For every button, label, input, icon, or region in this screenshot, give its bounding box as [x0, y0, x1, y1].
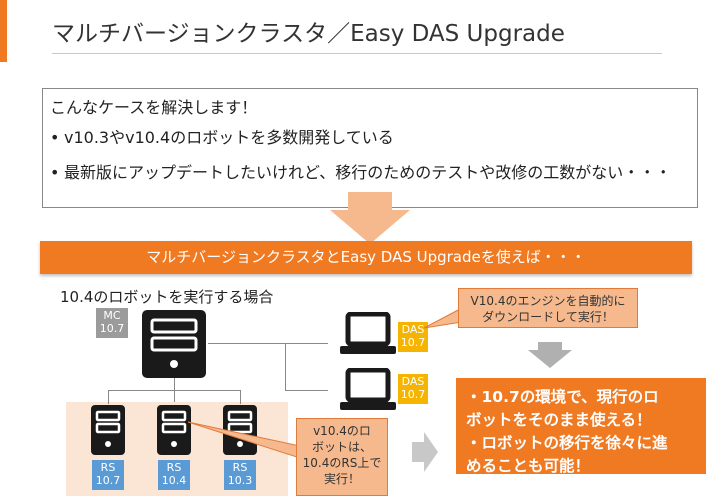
rs-callout-line: v10.4のロ [313, 424, 371, 438]
rs-badge-version: 10.4 [161, 474, 187, 487]
down-arrow-icon [528, 342, 572, 368]
mc-badge-version: 10.7 [99, 322, 125, 335]
rs-badge: RS 10.7 [92, 460, 124, 490]
bullet-marker: • [50, 128, 60, 147]
problem-bullet: •v10.3やv10.4のロボットを多数開発している [50, 124, 394, 148]
problem-heading: こんなケースを解決します！ [50, 98, 258, 117]
mc-badge-label: MC [103, 309, 121, 322]
server-icon [142, 310, 206, 378]
result-line: ボットをそのまま使える！ [466, 411, 652, 429]
result-line: めることも可能！ [466, 457, 591, 475]
connector-line [108, 390, 240, 391]
right-arrow-icon [412, 432, 438, 472]
connector-line [285, 390, 328, 391]
das-badge-version: 10.7 [400, 388, 426, 401]
rs-callout-line: 実行！ [323, 472, 360, 486]
download-callout: V10.4のエンジンを自動的に ダウンロードして実行！ [458, 288, 638, 328]
connector-line [208, 343, 328, 344]
bullet-marker: • [50, 163, 60, 182]
problem-box [42, 88, 698, 208]
rs-callout-line: ボットは、 [311, 440, 372, 454]
das-badge-label: DAS [401, 375, 425, 388]
callout-pointer [423, 307, 462, 329]
result-box: ・10.7の環境で、現行のロ ボットをそのまま使える！ ・ロボットの移行を徐々に… [456, 378, 706, 475]
laptop-icon [340, 368, 396, 410]
rs-badge-label: RS [232, 461, 248, 474]
result-line: ・ロボットの移行を徐々に進 [466, 434, 668, 452]
callout-pointer [187, 421, 300, 459]
connector-line [108, 390, 109, 404]
server-icon [223, 405, 257, 455]
rs-badge-version: 10.3 [227, 474, 253, 487]
das-badge-label: DAS [401, 323, 425, 336]
rs-badge: RS 10.4 [158, 460, 190, 490]
rs-callout-line: 10.4のRS上で [302, 456, 382, 470]
das-badge-version: 10.7 [400, 336, 426, 349]
down-arrow-icon [330, 192, 410, 244]
download-callout-line: ダウンロードして実行！ [482, 310, 614, 324]
server-icon [91, 405, 125, 455]
scenario-label: 10.4のロボットを実行する場合 [60, 288, 274, 306]
das-badge: DAS 10.7 [398, 322, 428, 352]
server-icon [157, 405, 191, 455]
rs-badge: RS 10.3 [224, 460, 256, 490]
laptop-icon [340, 312, 396, 354]
connector-line [285, 343, 286, 390]
rs-badge-label: RS [100, 461, 116, 474]
das-badge: DAS 10.7 [398, 374, 428, 404]
bullet-text: 最新版にアップデートしたいけれど、移行のためのテストや改修の工数がない・・・ [64, 163, 672, 182]
problem-bullet: •最新版にアップデートしたいけれど、移行のためのテストや改修の工数がない・・・ [50, 159, 671, 183]
rs-badge-label: RS [166, 461, 182, 474]
download-callout-line: V10.4のエンジンを自動的に [470, 294, 626, 308]
slide-title: マルチバージョンクラスタ／Easy DAS Upgrade [52, 21, 565, 47]
result-line: ・10.7の環境で、現行のロ [466, 388, 659, 406]
bullet-text: v10.3やv10.4のロボットを多数開発している [64, 128, 394, 147]
rs-callout: v10.4のロ ボットは、 10.4のRS上で 実行！ [296, 418, 388, 496]
connector-line [240, 390, 241, 404]
solution-banner: マルチバージョンクラスタとEasy DAS Upgradeを使えば・・・ [40, 241, 692, 274]
rs-badge-version: 10.7 [95, 474, 121, 487]
mc-badge: MC 10.7 [96, 308, 128, 338]
title-accent-bar [0, 0, 7, 62]
title-divider [52, 53, 662, 54]
